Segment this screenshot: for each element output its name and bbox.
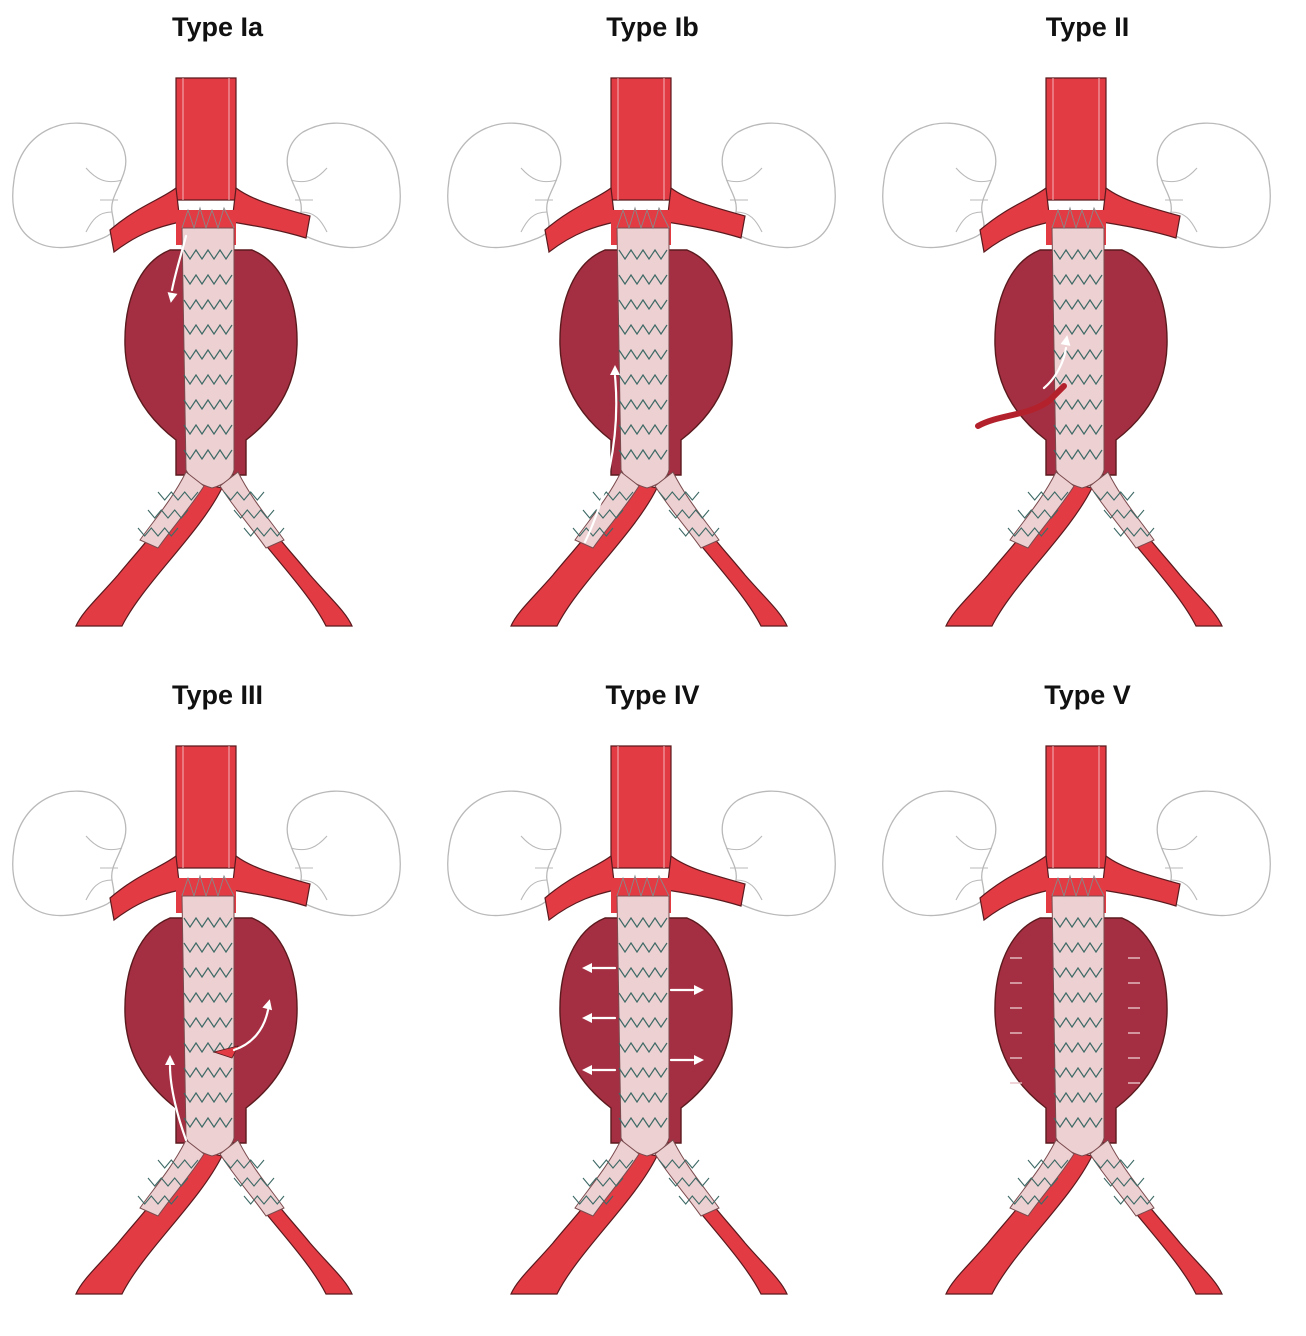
left-kidney bbox=[448, 123, 561, 247]
aorta-diagram bbox=[435, 668, 870, 1336]
left-renal-artery bbox=[110, 188, 180, 252]
left-renal-artery bbox=[545, 856, 615, 920]
left-kidney-hilum bbox=[86, 168, 122, 232]
aorta-diagram bbox=[435, 0, 870, 668]
aorta-diagram bbox=[0, 0, 435, 668]
aorta-diagram bbox=[870, 0, 1305, 668]
graft-right-limb bbox=[655, 1140, 719, 1216]
graft-right-limb bbox=[655, 472, 719, 548]
left-kidney bbox=[13, 791, 126, 915]
left-iliac-artery bbox=[946, 480, 1092, 626]
diagram-group bbox=[883, 746, 1271, 1294]
left-kidney-hilum bbox=[956, 168, 992, 232]
left-kidney bbox=[883, 791, 996, 915]
left-kidney-hilum bbox=[956, 836, 992, 900]
left-kidney-hilum bbox=[521, 836, 557, 900]
left-kidney bbox=[883, 123, 996, 247]
aorta-diagram bbox=[0, 668, 435, 1336]
abdominal-aorta bbox=[611, 78, 671, 200]
diagram-group bbox=[13, 746, 401, 1294]
left-renal-artery bbox=[545, 188, 615, 252]
diagram-group bbox=[448, 78, 836, 626]
left-iliac-artery bbox=[511, 480, 657, 626]
panel-type-iii: Type III bbox=[0, 668, 435, 1336]
left-kidney-hilum bbox=[521, 168, 557, 232]
diagram-group bbox=[883, 78, 1271, 626]
abdominal-aorta bbox=[176, 78, 236, 200]
left-kidney bbox=[13, 123, 126, 247]
graft-right-limb bbox=[1090, 472, 1154, 548]
left-iliac-artery bbox=[946, 1148, 1092, 1294]
left-iliac-artery bbox=[511, 1148, 657, 1294]
diagram-group bbox=[13, 78, 401, 626]
aorta-diagram bbox=[870, 668, 1305, 1336]
left-renal-artery bbox=[110, 856, 180, 920]
left-iliac-artery bbox=[76, 480, 222, 626]
graft-right-limb bbox=[220, 1140, 284, 1216]
panel-type-iv: Type IV bbox=[435, 668, 870, 1336]
graft-right-limb bbox=[220, 472, 284, 548]
abdominal-aorta bbox=[1046, 78, 1106, 200]
panel-type-ia: Type Ia bbox=[0, 0, 435, 668]
panel-type-v: Type V bbox=[870, 668, 1305, 1336]
panel-type-ib: Type Ib bbox=[435, 0, 870, 668]
left-iliac-artery bbox=[76, 1148, 222, 1294]
abdominal-aorta bbox=[1046, 746, 1106, 868]
left-renal-artery bbox=[980, 856, 1050, 920]
left-renal-artery bbox=[980, 188, 1050, 252]
diagram-group bbox=[448, 746, 836, 1294]
graft-right-limb bbox=[1090, 1140, 1154, 1216]
left-kidney-hilum bbox=[86, 836, 122, 900]
abdominal-aorta bbox=[176, 746, 236, 868]
left-kidney bbox=[448, 791, 561, 915]
abdominal-aorta bbox=[611, 746, 671, 868]
panel-type-ii: Type II bbox=[870, 0, 1305, 668]
